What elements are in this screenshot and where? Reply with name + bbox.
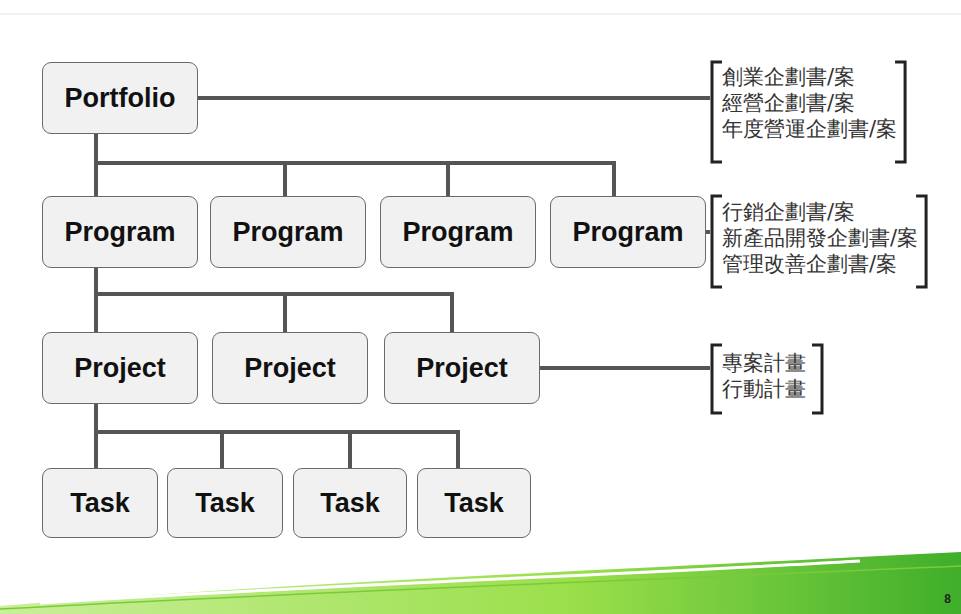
box-label: Task (320, 488, 380, 519)
box-label: Program (402, 217, 513, 248)
hierarchy-box: Program (380, 196, 536, 268)
hierarchy-box: Project (384, 332, 540, 404)
box-label: Program (232, 217, 343, 248)
plan-type-label: 年度營運企劃書/案 (722, 116, 897, 142)
plan-type-label: 管理改善企劃書/案 (722, 251, 897, 277)
hierarchy-box: Portfolio (42, 62, 198, 134)
plan-type-label: 行銷企劃書/案 (722, 199, 855, 225)
box-label: Project (244, 353, 336, 384)
swoosh-highlight (40, 561, 860, 603)
tree-connector (96, 404, 458, 468)
green-swoosh (0, 552, 961, 614)
box-label: Task (444, 488, 504, 519)
hierarchy-box: Program (210, 196, 366, 268)
right-bracket (812, 345, 822, 413)
left-bracket (712, 196, 722, 287)
swoosh-line (0, 566, 961, 609)
box-label: Program (64, 217, 175, 248)
plan-type-label: 創業企劃書/案 (722, 64, 855, 90)
leader-line (706, 230, 710, 234)
box-label: Task (70, 488, 130, 519)
plan-type-label: 經營企劃書/案 (722, 90, 855, 116)
tree-connector (96, 268, 452, 332)
plan-type-label: 新產品開發企劃書/案 (722, 225, 918, 251)
hierarchy-box: Task (167, 468, 283, 538)
tree-connector (96, 404, 350, 468)
plan-type-label: 專案計畫 (722, 350, 806, 376)
leader-line (198, 96, 710, 100)
hierarchy-box: Task (42, 468, 158, 538)
tree-connector (96, 134, 614, 196)
leader-line (540, 366, 710, 370)
plan-type-label: 行動計畫 (722, 376, 806, 402)
tree-connector (96, 404, 222, 468)
top-rule (0, 14, 961, 15)
right-bracket (895, 62, 905, 162)
box-label: Task (195, 488, 255, 519)
box-label: Project (74, 353, 166, 384)
tree-connector (96, 268, 285, 332)
hierarchy-box: Project (42, 332, 198, 404)
hierarchy-box: Task (417, 468, 531, 538)
hierarchy-box: Task (293, 468, 407, 538)
left-bracket (712, 62, 722, 162)
box-label: Program (572, 217, 683, 248)
hierarchy-box: Project (212, 332, 368, 404)
hierarchy-box: Program (550, 196, 706, 268)
page-number: 8 (944, 592, 951, 606)
left-bracket (712, 345, 722, 413)
box-label: Project (416, 353, 508, 384)
box-label: Portfolio (65, 83, 176, 114)
hierarchy-box: Program (42, 196, 198, 268)
